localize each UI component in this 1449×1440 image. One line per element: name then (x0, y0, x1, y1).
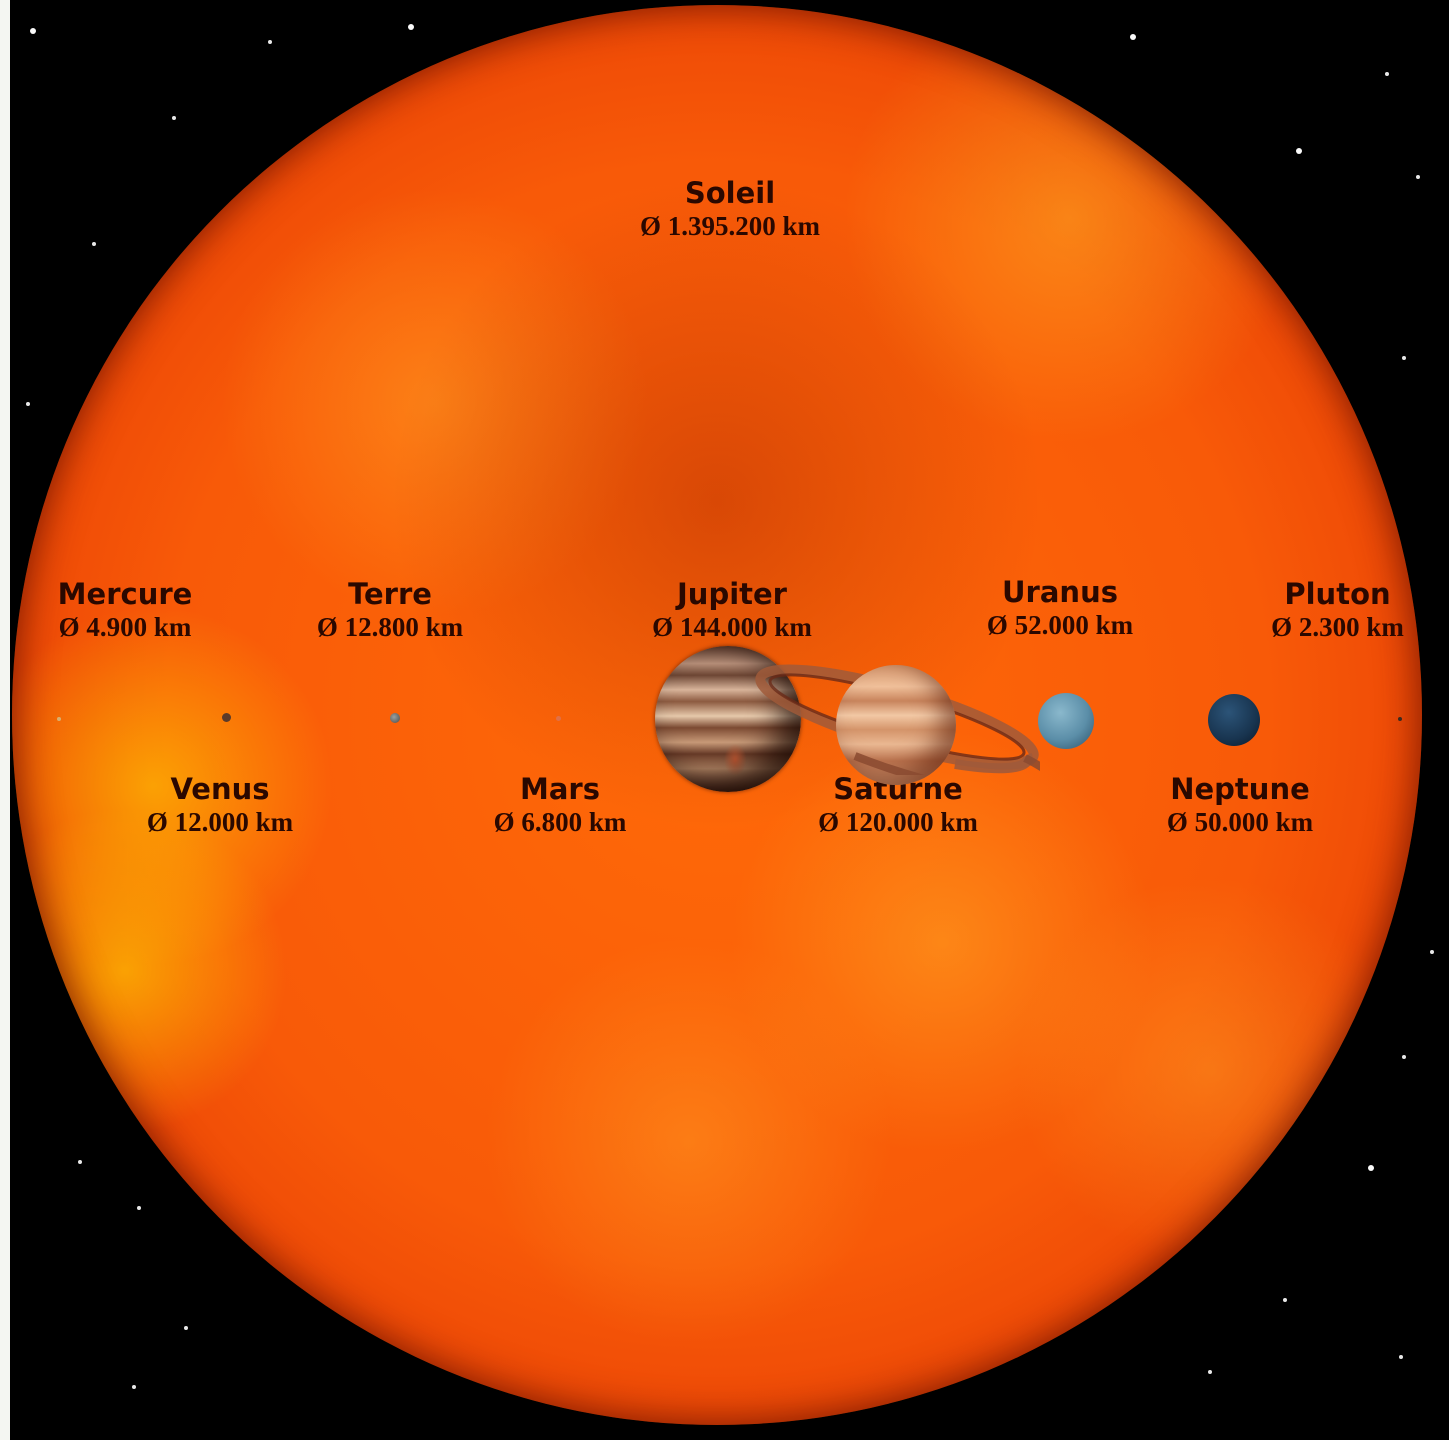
star (26, 402, 30, 406)
star (1130, 34, 1136, 40)
planet-name: Uranus (1002, 575, 1118, 609)
star (137, 1206, 141, 1210)
star (92, 242, 96, 246)
planet-pluton (1398, 717, 1402, 721)
planet-diameter: Ø 50.000 km (1166, 807, 1314, 837)
star (1283, 1298, 1287, 1302)
sun-name: Soleil (684, 176, 776, 210)
star (172, 116, 176, 120)
planet-name: Mars (520, 772, 600, 806)
planet-uranus (1038, 693, 1094, 749)
star (132, 1385, 136, 1389)
planet-label-neptune: Neptune Ø 50.000 km (1125, 772, 1355, 838)
planet-name: Mercure (57, 577, 193, 611)
planet-diameter: Ø 120.000 km (818, 807, 978, 837)
star (1296, 148, 1302, 154)
planet-label-mars: Mars Ø 6.800 km (450, 772, 670, 838)
star (1368, 1165, 1374, 1171)
planet-label-uranus: Uranus Ø 52.000 km (945, 575, 1175, 641)
planet-name: Venus (170, 772, 270, 806)
left-border-strip (0, 0, 10, 1440)
star (184, 1326, 188, 1330)
planet-mars (556, 716, 561, 721)
star (1399, 1355, 1403, 1359)
planet-diameter: Ø 52.000 km (986, 610, 1134, 640)
star (408, 24, 414, 30)
planet-diameter: Ø 144.000 km (652, 612, 812, 642)
star (268, 40, 272, 44)
planet-label-jupiter: Jupiter Ø 144.000 km (612, 577, 852, 643)
planet-label-venus: Venus Ø 12.000 km (105, 772, 335, 838)
star (1385, 72, 1389, 76)
planet-diameter: Ø 2.300 km (1271, 612, 1404, 642)
star (78, 1160, 82, 1164)
planet-label-pluton: Pluton Ø 2.300 km (1230, 577, 1445, 643)
planet-neptune (1208, 694, 1260, 746)
planet-diameter: Ø 6.800 km (493, 807, 627, 837)
star (1416, 175, 1420, 179)
planet-label-mercure: Mercure Ø 4.900 km (10, 577, 240, 643)
star (1430, 950, 1434, 954)
planet-venus (222, 713, 231, 722)
planet-name: Terre (348, 577, 432, 611)
star (1402, 1055, 1406, 1059)
planet-saturne (836, 665, 956, 785)
planet-name: Pluton (1284, 577, 1391, 611)
planet-name: Neptune (1170, 772, 1310, 806)
sun-diameter: Ø 1.395.200 km (639, 211, 820, 241)
planet-mercure (57, 717, 61, 721)
sun-label: Soleil Ø 1.395.200 km (580, 176, 880, 242)
planet-diameter: Ø 4.900 km (58, 612, 192, 642)
star (1402, 356, 1406, 360)
saturn-ring-front (853, 752, 1040, 775)
planet-label-terre: Terre Ø 12.800 km (280, 577, 500, 643)
planet-terre (390, 713, 400, 723)
star (30, 28, 36, 34)
star (1208, 1370, 1212, 1374)
planet-diameter: Ø 12.000 km (146, 807, 294, 837)
planet-name: Jupiter (677, 577, 787, 611)
planet-diameter: Ø 12.800 km (316, 612, 464, 642)
